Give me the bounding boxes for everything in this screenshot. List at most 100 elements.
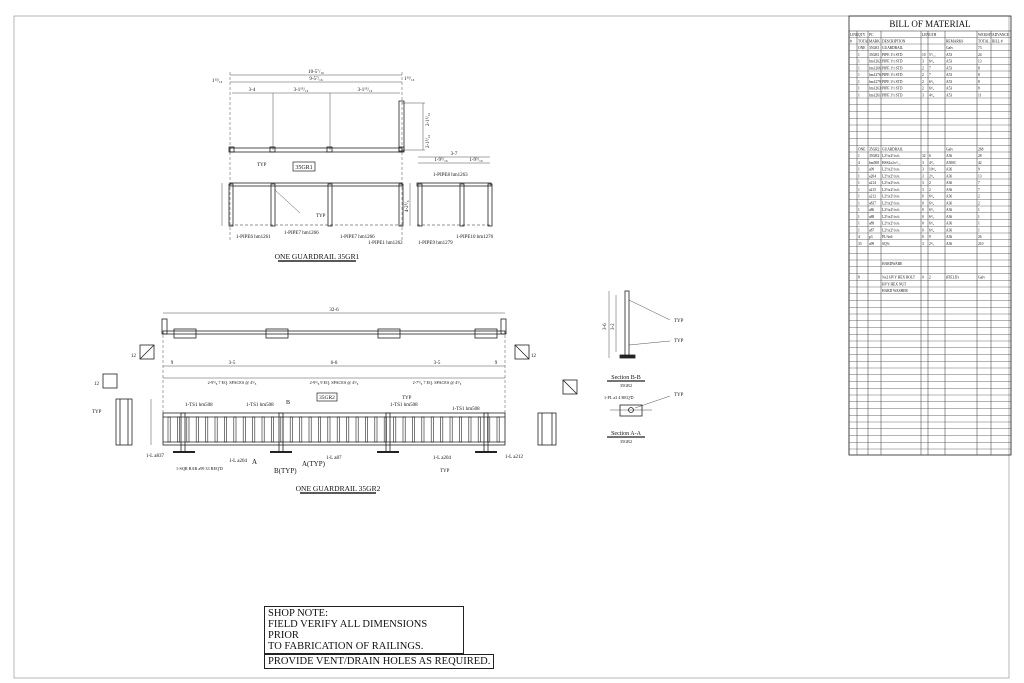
bom-cell: 7 bbox=[929, 73, 931, 77]
bom-cell: A53 bbox=[946, 93, 952, 97]
bom-cell: A53 bbox=[946, 53, 952, 57]
bom-cell: A36 bbox=[946, 188, 952, 192]
bom-cell: 4 bbox=[858, 235, 860, 239]
guardrail-35gr2-view bbox=[102, 312, 578, 494]
picket bbox=[402, 416, 406, 443]
bom-cell: hm1276 bbox=[869, 73, 881, 77]
bom-cell: 6⁵/₈ bbox=[929, 87, 935, 91]
bom-cell: 1 bbox=[858, 87, 860, 91]
bom-cell: L2½x2½x¼ bbox=[882, 188, 900, 192]
bom-cell: 5⁷/₁₆ bbox=[929, 53, 936, 57]
bom-cell: 73 bbox=[978, 46, 982, 50]
bom-cell: PIPE 1½ STD bbox=[882, 87, 903, 91]
callout: 1-L a87 bbox=[326, 456, 342, 461]
piece-mark-box bbox=[316, 392, 338, 402]
bom-cell: GUARDRAIL bbox=[882, 46, 903, 50]
bom-cell: A36 bbox=[946, 208, 952, 212]
bom-cell: 1 bbox=[858, 66, 860, 70]
bom-cell: 2 bbox=[922, 87, 924, 91]
bom-cell: 4 bbox=[858, 161, 860, 165]
bom-cell: 2 bbox=[929, 181, 931, 185]
guardrail-35gr2-labels: 32-6 9 3-5 6-0 3-5 9 2-9⁵/₈ 7 EQ. SPACES… bbox=[92, 308, 537, 493]
bom-cell: A36 bbox=[946, 174, 952, 178]
bom-header-cell: PC bbox=[869, 33, 874, 37]
picket bbox=[167, 416, 171, 443]
bom-cell: 1 bbox=[858, 168, 860, 172]
dim-label: 9-5⁷/₁₆ bbox=[309, 76, 323, 82]
bom-cell: 0 bbox=[922, 228, 924, 232]
dim-label: 3-7 bbox=[451, 152, 458, 157]
bom-cell: PIPE 1½ STD bbox=[882, 60, 903, 64]
bom-cell: L2½x2½x¼ bbox=[882, 228, 900, 232]
bom-cell: 1 bbox=[858, 201, 860, 205]
callout: 1-TS1 hm508 bbox=[452, 407, 480, 412]
bom-header-cell: REMARKS bbox=[946, 40, 963, 44]
picket bbox=[374, 416, 378, 443]
bom-cell: 2⁵/₈ bbox=[929, 174, 935, 178]
bom-cell: A36 bbox=[946, 222, 952, 226]
bom-cell: a86 bbox=[869, 208, 874, 212]
bom-cell: A36 bbox=[946, 168, 952, 172]
picket bbox=[459, 416, 462, 443]
typ-label: TYP bbox=[402, 396, 412, 401]
bom-cell: 1 bbox=[978, 208, 980, 212]
bom-cell: PIPE 1½ STD bbox=[882, 80, 903, 84]
bom-header-cell: TOTAL bbox=[858, 40, 869, 44]
bom-cell: a87 bbox=[869, 228, 874, 232]
bom-cell: hm1266 bbox=[869, 66, 881, 70]
guardrail-35gr1-view bbox=[221, 72, 493, 262]
picket bbox=[440, 416, 444, 443]
callout: 1-PIPE1 hm1262 bbox=[368, 241, 403, 246]
bom-cell: A36 bbox=[946, 235, 952, 239]
callout: 1-PIPE7 hm1266 bbox=[340, 235, 375, 240]
bom-cell: 10 bbox=[922, 53, 926, 57]
dim-label: 1¹³/₁₆ bbox=[404, 76, 415, 82]
bom-cell: 1 bbox=[858, 188, 860, 192]
bom-cell: 8 bbox=[978, 80, 980, 84]
picket bbox=[252, 416, 256, 443]
dim-label: 3-1¹⁵/₁₆ bbox=[358, 87, 373, 93]
bom-cell: 7 bbox=[978, 188, 980, 192]
bom-cell: A36 bbox=[946, 201, 952, 205]
bom-cell: 1 bbox=[858, 53, 860, 57]
dim-label: 1-9⁵/₁₆ bbox=[469, 157, 483, 163]
bom-cell: 0 bbox=[922, 195, 924, 199]
picket bbox=[299, 416, 303, 443]
bom-header-cell: QTY bbox=[858, 33, 866, 37]
picket bbox=[365, 416, 368, 443]
bom-cell: ONE bbox=[858, 46, 866, 50]
bom-cell: L2½x2½x¼ bbox=[882, 195, 900, 199]
bom-cell: 6 bbox=[929, 154, 931, 158]
sheet-border bbox=[13, 15, 1010, 679]
dim-label: 3-4 bbox=[249, 88, 256, 93]
bom-cell: 7 bbox=[978, 181, 980, 185]
bom-cell: 6⁵/₈ bbox=[929, 228, 935, 232]
bom-cell: L2½x2½x¼ bbox=[882, 181, 900, 185]
bom-cell: 1 bbox=[978, 222, 980, 226]
callout: 1-PL a3 4 REQ'D bbox=[604, 395, 634, 400]
bom-header-cell: MARK bbox=[869, 40, 880, 44]
piece-mark-box bbox=[292, 161, 316, 172]
dim-label: 2-1⁵/₁₆ bbox=[425, 134, 431, 148]
view-title: ONE GUARDRAIL 35GR2 bbox=[296, 484, 381, 493]
bom-cell: PIPE 1½ STD bbox=[882, 93, 903, 97]
bom-cell: A36 bbox=[946, 154, 952, 158]
picket bbox=[224, 416, 227, 443]
bom-cell: 2 bbox=[922, 73, 924, 77]
section-title: Section A-A bbox=[611, 431, 641, 437]
bom-cell: 0 bbox=[922, 208, 924, 212]
picket bbox=[177, 416, 180, 443]
bom-cell: HVY HEX NUT bbox=[882, 282, 907, 286]
dim-label: 32-6 bbox=[329, 308, 339, 313]
bom-cell: a88 bbox=[869, 215, 874, 219]
bom-cell: A53 bbox=[946, 60, 952, 64]
picket bbox=[308, 416, 312, 443]
bom-cell: 0 bbox=[922, 222, 924, 226]
bom-cell: 2 bbox=[922, 66, 924, 70]
picket bbox=[496, 416, 500, 443]
bom-header-cell: LENGTH bbox=[922, 33, 937, 37]
bom-cell: L2½x2½x¼ bbox=[882, 168, 900, 172]
bom-cell: 3 bbox=[922, 60, 924, 64]
bom-cell: 35GR1 bbox=[869, 53, 880, 57]
